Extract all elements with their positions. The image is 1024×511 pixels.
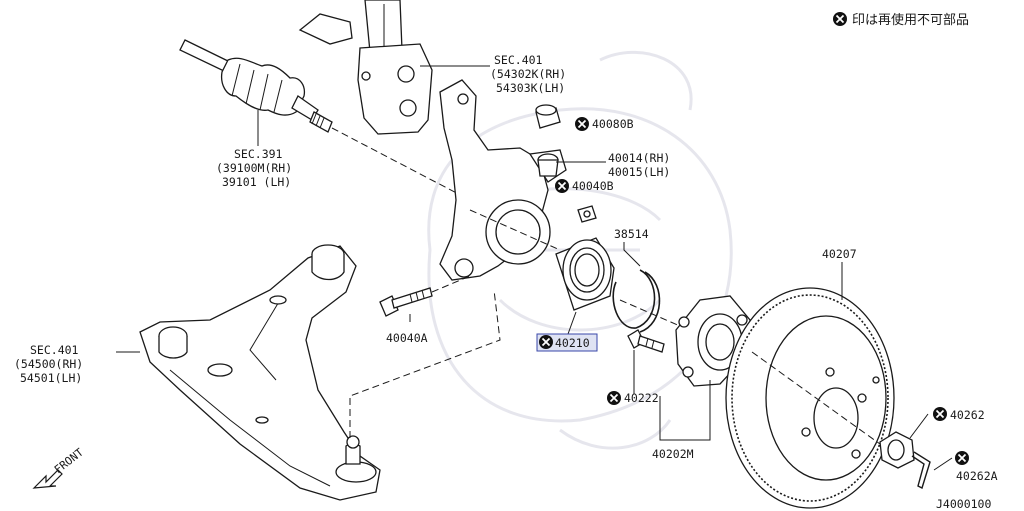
diagram-id: J4000100 [936, 497, 991, 511]
hub-bolt [627, 329, 665, 353]
part-40207-label: 40207 [822, 247, 857, 261]
x-circle-icon [575, 117, 589, 131]
label-40210: 40210 [536, 333, 598, 352]
nut-40040B [577, 205, 597, 223]
label-40080B: 40080B [575, 117, 634, 131]
part-40222-label: 40222 [624, 391, 659, 405]
strut-label-line1: SEC.401 [494, 53, 543, 67]
front-arrow-icon [32, 469, 63, 489]
knuckle-label-line2: 40015(LH) [608, 165, 670, 179]
ball-joint-stud [537, 153, 559, 177]
label-40262: 40262 [933, 407, 985, 422]
lower-arm [139, 244, 501, 501]
part-38514-label: 38514 [614, 227, 649, 241]
strut [298, 0, 433, 135]
front-label: FRONT [52, 446, 86, 477]
x-circle-icon [955, 451, 969, 465]
brake-rotor [725, 287, 895, 509]
cotter-pin [911, 451, 931, 489]
driveshaft-label-line1: SEC.391 [234, 147, 283, 161]
part-40040A-label: 40040A [386, 331, 428, 345]
part-40080B-label: 40080B [592, 117, 634, 131]
legend: 印は再使用不可部品 [833, 12, 969, 28]
nut-40080B [535, 104, 561, 129]
lower-arm-label-line1: SEC.401 [30, 343, 79, 357]
label-40040B: 40040B [555, 179, 614, 193]
x-circle-icon [555, 179, 569, 193]
lower-arm-label-line3: 54501(LH) [20, 371, 82, 385]
driveshaft-label-line3: 39101 (LH) [222, 175, 291, 189]
label-knuckle: 40014(RH) 40015(LH) [608, 151, 670, 179]
lower-arm-label-line2: (54500(RH) [14, 357, 83, 371]
label-lower-arm: SEC.401 (54500(RH) 54501(LH) [14, 343, 83, 385]
label-40222: 40222 [607, 391, 659, 405]
driveshaft [179, 39, 471, 201]
bearing [555, 237, 615, 311]
strut-label-line3: 54303K(LH) [496, 81, 565, 95]
snap-ring [612, 269, 661, 333]
label-40262A: 40262A [955, 451, 998, 483]
front-indicator: FRONT [32, 446, 86, 489]
label-driveshaft: SEC.391 (39100M(RH) 39101 (LH) [216, 147, 292, 189]
highlight-box [536, 333, 598, 352]
bolt-40040A [379, 275, 471, 317]
part-40262-label: 40262 [950, 408, 985, 422]
label-strut: SEC.401 (54302K(RH) 54303K(LH) [490, 53, 566, 95]
x-circle-icon [539, 335, 553, 349]
hub-nut [879, 431, 915, 469]
strut-label-line2: (54302K(RH) [490, 67, 566, 81]
knuckle [439, 79, 567, 281]
x-circle-icon [833, 12, 847, 26]
driveshaft-label-line2: (39100M(RH) [216, 161, 292, 175]
part-40202M-label: 40202M [652, 447, 694, 461]
legend-text: 印は再使用不可部品 [852, 12, 969, 28]
part-40262A-label: 40262A [956, 469, 998, 483]
part-40210-label: 40210 [555, 336, 590, 350]
x-circle-icon [933, 407, 947, 421]
knuckle-label-line1: 40014(RH) [608, 151, 670, 165]
leader-lines [116, 65, 953, 471]
part-40040B-label: 40040B [572, 179, 614, 193]
x-circle-icon [607, 391, 621, 405]
